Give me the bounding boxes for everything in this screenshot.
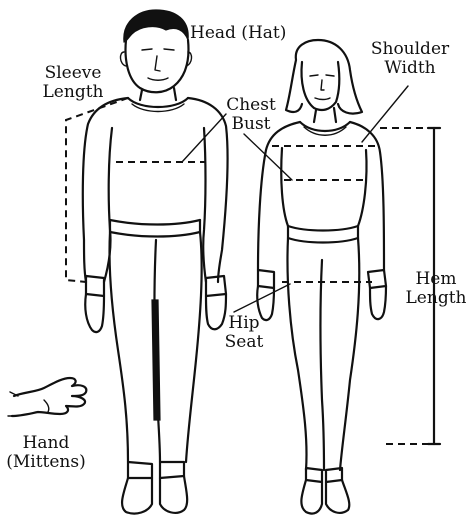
- shoulder-width-label: Shoulder Width: [368, 40, 452, 78]
- hand-label-line1: Hand: [4, 434, 88, 453]
- hand-sketch: [8, 378, 86, 416]
- chest-leader-line: [182, 114, 226, 162]
- woman-waistband: [288, 226, 358, 231]
- man-hair: [124, 10, 188, 42]
- hand-mittens-label: Hand (Mittens): [4, 434, 88, 472]
- chest-label-line2: Bust: [222, 115, 280, 134]
- shoulder-label-line2: Width: [368, 59, 452, 78]
- man-waistband: [110, 220, 200, 225]
- sleeve-label-line2: Length: [38, 83, 108, 102]
- woman-feet: [301, 480, 349, 514]
- hand-label-line2: (Mittens): [4, 453, 88, 472]
- man-collar: [128, 98, 188, 107]
- woman-legs: [287, 238, 359, 470]
- hip-label-line2: Seat: [222, 333, 266, 352]
- man-left-hand: [85, 294, 104, 332]
- hem-length-label: Hem Length: [404, 270, 468, 308]
- chest-bust-label: Chest Bust: [222, 96, 280, 134]
- shoulder-leader-line: [362, 86, 408, 142]
- head-label: Head (Hat): [190, 24, 286, 43]
- bust-leader-line: [244, 134, 292, 180]
- hip-leader-line: [234, 284, 290, 312]
- hem-label-line1: Hem: [404, 270, 468, 289]
- chest-label-line1: Chest: [222, 96, 280, 115]
- woman-hair: [286, 40, 362, 114]
- hem-label-line2: Length: [404, 289, 468, 308]
- sleeve-length-bracket: [66, 98, 128, 282]
- man-feet: [122, 476, 187, 514]
- hip-label-line1: Hip: [222, 314, 266, 333]
- woman-right-hand: [370, 286, 386, 319]
- sleeve-length-label: Sleeve Length: [38, 64, 108, 102]
- woman-head: [302, 62, 340, 110]
- hip-seat-label: Hip Seat: [222, 314, 266, 352]
- shoulder-label-line1: Shoulder: [368, 40, 452, 59]
- sleeve-label-line1: Sleeve: [38, 64, 108, 83]
- man-head: [126, 40, 189, 92]
